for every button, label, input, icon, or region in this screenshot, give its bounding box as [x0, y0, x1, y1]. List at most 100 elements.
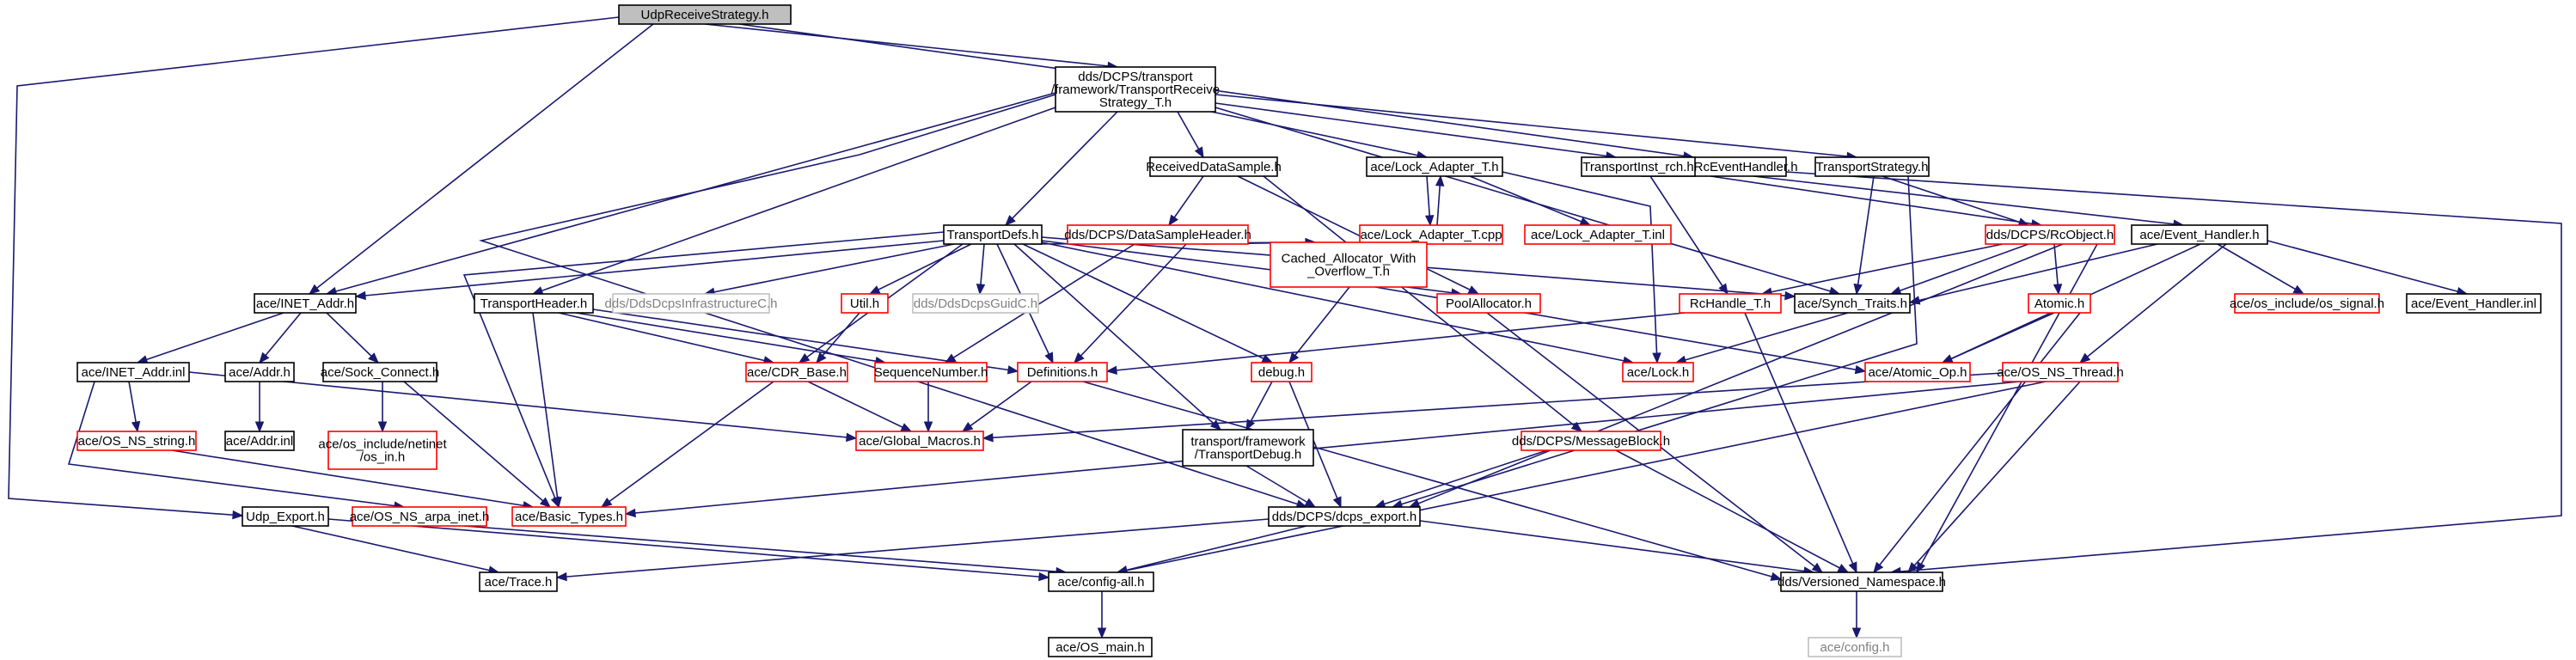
include-edge-trs-ts [1215, 94, 1858, 162]
arrowhead [1435, 174, 1445, 186]
node-cdr[interactable]: ace/CDR_Base.h [745, 362, 848, 382]
node-box [912, 293, 1039, 314]
node-label: dds/DCPS/MessageBlock.h [1512, 434, 1670, 449]
node-osnsthread[interactable]: ace/OS_NS_Thread.h [1997, 362, 2124, 382]
node-dcpsexp[interactable]: dds/DCPS/dcps_export.h [1268, 506, 1421, 527]
node-osnsstring[interactable]: ace/OS_NS_string.h [76, 431, 197, 451]
node-label: transport/framework [1190, 435, 1306, 449]
node-defs[interactable]: Definitions.h [1017, 362, 1108, 382]
node-atomic[interactable]: Atomic.h [2028, 293, 2091, 314]
node-addr[interactable]: ace/Addr.h [224, 362, 295, 382]
node-osmain[interactable]: ace/OS_main.h [1048, 637, 1153, 657]
node-tdefs[interactable]: TransportDefs.h [943, 224, 1043, 245]
node-osin[interactable]: ace/os_include/netinet/os_in.h [318, 431, 447, 470]
node-rchandle[interactable]: RcHandle_T.h [1679, 293, 1782, 314]
node-theader[interactable]: TransportHeader.h [474, 293, 594, 314]
node-evhinl[interactable]: ace/Event_Handler.inl [2406, 293, 2542, 314]
node-label: ace/Lock_Adapter_T.inl [1531, 228, 1665, 242]
include-edge-msgblock-dcpsexp [1374, 449, 1548, 509]
node-box [474, 293, 594, 314]
node-label: Atomic.h [2034, 296, 2084, 311]
node-udpexp[interactable]: Udp_Export.h [242, 506, 329, 527]
node-infra[interactable]: dds/DdsDcpsInfrastructureC.h [605, 293, 778, 314]
node-box [76, 431, 197, 451]
node-label: ace/Lock.h [1627, 365, 1690, 380]
node-tirch[interactable]: TransportInst_rch.h [1581, 156, 1696, 177]
node-evh[interactable]: ace/Event_Handler.h [2131, 224, 2268, 245]
node-debug[interactable]: debug.h [1251, 362, 1312, 382]
include-edge-inetaddr-sock [326, 312, 379, 364]
arrowhead [377, 421, 388, 433]
arrowhead [1853, 283, 1863, 296]
node-util[interactable]: Util.h [841, 293, 889, 314]
node-dsh[interactable]: dds/DCPS/DataSampleHeader.h [1064, 224, 1251, 245]
node-versioned[interactable]: dds/Versioned_Namespace.h [1778, 571, 1946, 592]
graph-nodes: UdpReceiveStrategy.h dds/DCPS/transport/f… [76, 4, 2542, 657]
node-label: ace/Global_Macros.h [859, 434, 981, 449]
node-latinl[interactable]: ace/Lock_Adapter_T.inl [1524, 224, 1672, 245]
include-edge-evh-osnsthread [2078, 243, 2227, 364]
node-ossignal[interactable]: ace/os_include/os_signal.h [2230, 293, 2384, 314]
node-box [1581, 156, 1696, 177]
include-edge-atomic-atomicop [1941, 312, 2055, 364]
node-label: dds/DCPS/transport [1078, 70, 1193, 84]
node-label: ace/config.h [1820, 640, 1890, 655]
node-msgblock[interactable]: dds/DCPS/MessageBlock.h [1512, 431, 1670, 451]
node-addrinl[interactable]: ace/Addr.inl [224, 431, 295, 451]
node-label: Cached_Allocator_With [1282, 252, 1416, 266]
include-edge-root-trs [704, 23, 1119, 71]
node-synch[interactable]: ace/Synch_Traits.h [1794, 293, 1911, 314]
node-tdebug[interactable]: transport/framework/TransportDebug.h [1182, 429, 1314, 467]
include-edge-lat-latinl [1469, 175, 1592, 226]
node-label: ace/INET_Addr.inl [82, 365, 186, 380]
node-globalm[interactable]: ace/Global_Macros.h [855, 431, 984, 451]
node-box [1366, 156, 1503, 177]
node-sock[interactable]: ace/Sock_Connect.h [321, 362, 439, 382]
node-pool[interactable]: PoolAllocator.h [1436, 293, 1541, 314]
node-rcobj[interactable]: dds/DCPS/RcObject.h [1985, 224, 2115, 245]
include-edge-root-inetaddr [308, 23, 654, 295]
node-label: ace/OS_NS_arpa_inet.h [350, 510, 490, 524]
node-lockh[interactable]: ace/Lock.h [1622, 362, 1694, 382]
node-latcpp[interactable]: ace/Lock_Adapter_T.cpp [1359, 224, 1503, 245]
include-edge-defs-globalm [961, 381, 1032, 432]
node-box [1679, 293, 1782, 314]
node-box [1521, 431, 1661, 451]
arrowhead [1007, 365, 1019, 375]
node-guidc[interactable]: dds/DdsDcpsGuidC.h [912, 293, 1039, 314]
node-configall[interactable]: ace/config-all.h [1048, 571, 1154, 592]
include-edge-lat-latcpp [1424, 175, 1435, 227]
node-seqnum[interactable]: SequenceNumber.h [874, 362, 988, 382]
include-edge-addr-addrinl [254, 382, 265, 433]
arrowhead [961, 422, 974, 432]
include-edge-evh-synch [1908, 243, 2158, 305]
arrowhead [1907, 561, 1918, 573]
node-trs[interactable]: dds/DCPS/transport/framework/TransportRe… [1051, 66, 1220, 113]
arrowhead [131, 420, 141, 433]
node-box [1780, 571, 1943, 592]
node-rds[interactable]: ReceivedDataSample.h [1146, 156, 1282, 177]
node-label: dds/Versioned_Namespace.h [1778, 575, 1946, 590]
node-label: TransportDefs.h [947, 228, 1039, 242]
node-config[interactable]: ace/config.h [1808, 637, 1902, 657]
include-edge-tdefs-debug [1022, 243, 1274, 364]
node-trace[interactable]: ace/Trace.h [479, 571, 558, 592]
arrowhead [1811, 562, 1824, 573]
node-label: ace/Basic_Types.h [515, 510, 623, 524]
node-basictypes[interactable]: ace/Basic_Types.h [511, 506, 627, 527]
include-edge-rcobj-rchandle [1760, 243, 2004, 296]
node-inetaddr[interactable]: ace/INET_Addr.h [254, 293, 357, 314]
arrowhead [1718, 283, 1729, 296]
node-cached[interactable]: Cached_Allocator_With_Overflow_T.h [1270, 241, 1428, 288]
node-ts[interactable]: TransportStrategy.h [1814, 156, 1930, 177]
include-edge-udpexp-trace [291, 525, 500, 575]
arrowhead [1005, 215, 1016, 226]
node-atomicop[interactable]: ace/Atomic_Op.h [1864, 362, 1971, 382]
node-lat[interactable]: ace/Lock_Adapter_T.h [1366, 156, 1503, 177]
node-inetinl[interactable]: ace/INET_Addr.inl [76, 362, 190, 382]
node-box [1524, 224, 1672, 245]
node-osnsarpa[interactable]: ace/OS_NS_arpa_inet.h [350, 506, 490, 527]
node-root[interactable]: UdpReceiveStrategy.h [618, 4, 792, 25]
include-edge-debug-tdebug [1245, 381, 1273, 431]
